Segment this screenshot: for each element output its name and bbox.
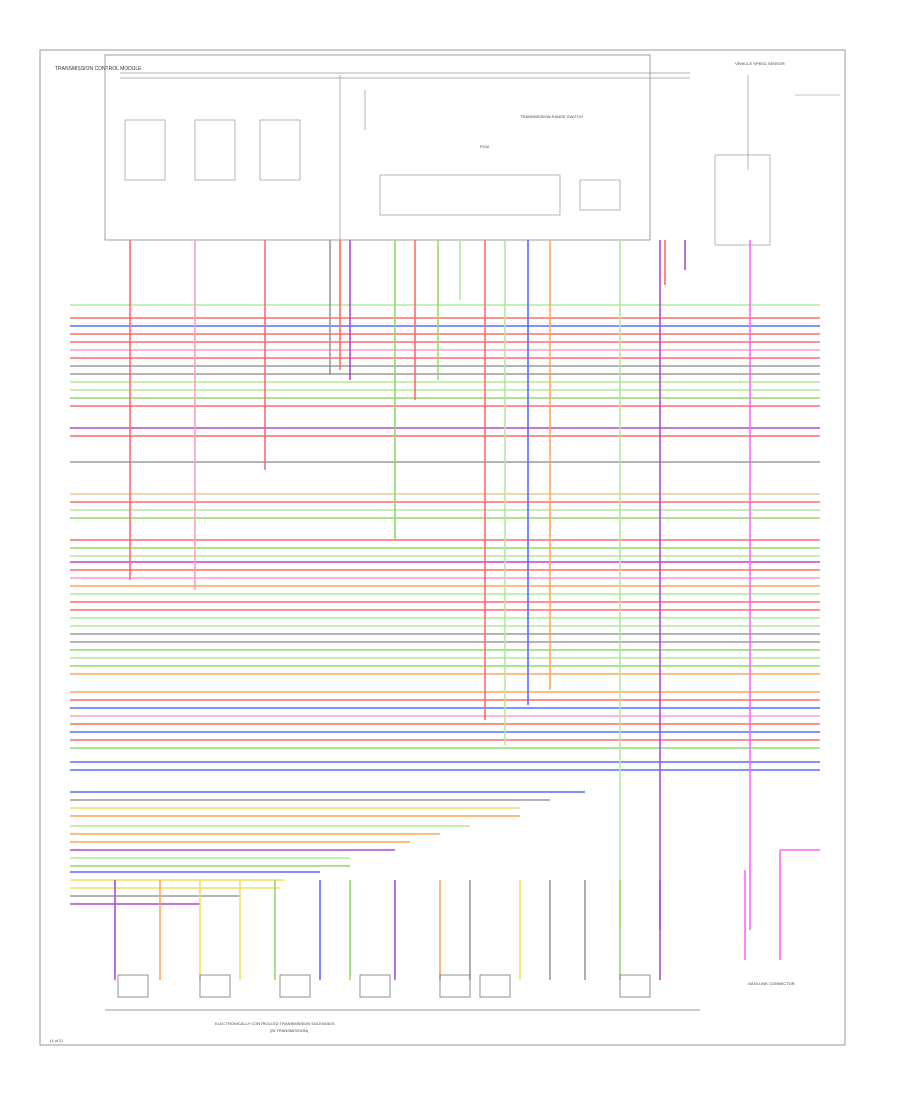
- right-connector-label: DATA LINK CONNECTOR: [748, 981, 795, 986]
- corner-label: (1 of 2): [50, 1038, 63, 1043]
- solenoid-box: [619, 974, 651, 998]
- solenoid-box: [359, 974, 391, 998]
- solenoid-box: [199, 974, 231, 998]
- control-module-box: [104, 54, 651, 241]
- solenoid-row: [105, 974, 700, 1011]
- sensor-group-label: TRANSMISSION RANGE SWITCH: [520, 114, 583, 119]
- module-title: TRANSMISSION CONTROL MODULE: [55, 66, 142, 72]
- solenoid-block-sub: (IN TRANSMISSION): [270, 1028, 309, 1033]
- solenoid-box: [439, 974, 471, 998]
- pcm-label: PCM: [480, 144, 489, 149]
- vehicle-speed-sensor: [714, 75, 840, 246]
- wires: [70, 240, 820, 980]
- solenoid-box: [479, 974, 511, 998]
- vehicle-speed-label: VEHICLE SPEED SENSOR: [735, 61, 785, 66]
- solenoid-block-label: ELECTRONICALLY CONTROLLED TRANSMISSION S…: [215, 1021, 335, 1026]
- solenoid-box: [117, 974, 149, 998]
- solenoid-box: [279, 974, 311, 998]
- internal-switches: [124, 75, 621, 240]
- diagram-frame: [39, 49, 846, 1046]
